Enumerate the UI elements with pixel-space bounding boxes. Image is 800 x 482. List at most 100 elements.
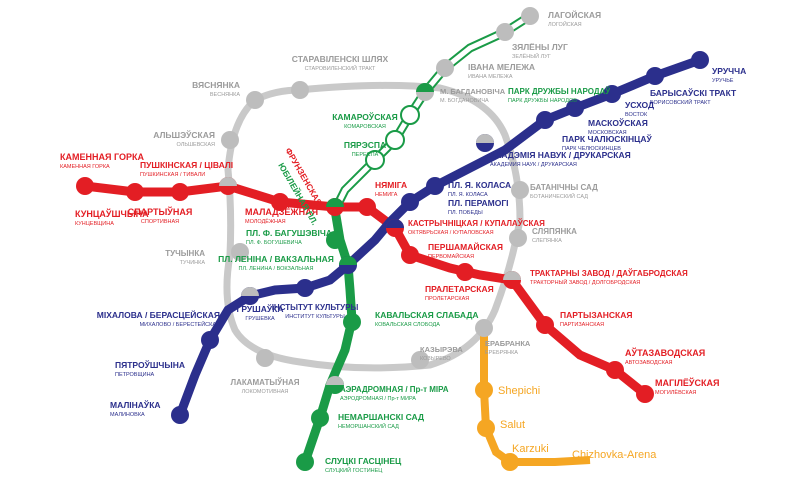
station-hrushauka [296,279,314,297]
station-label: ПРАЛЕТАРСКАЯ [425,284,494,294]
station-label: КАСТРЫЧНІЦКАЯ / КУПАЛАЎСКАЯ [408,219,545,228]
station-sublabel: МОЛОДЁЖНАЯ [245,218,286,225]
station-label: ІВАНА МЕЛЕЖА [468,62,535,72]
station-label: БАРЫСАЎСКІ ТРАКТ [650,87,737,98]
station-praletarskaja [456,263,474,281]
station-sublabel: ПАРТИЗАНСКАЯ [560,322,604,328]
station-kamarouskaja-2 [400,105,420,125]
station-traktarny-half [503,271,521,280]
station-label: ГРУШАЎКА [237,303,284,314]
station-slipianka [509,229,527,247]
station-partyzanskaja [536,316,554,334]
station-lahojskaja [521,7,539,25]
station-tuchynka [231,243,249,261]
station-sublabel: ВОСТОК [625,112,648,118]
station-sublabel: СПОРТИВНАЯ [141,219,179,225]
station-sublabel: ПУШКИНСКАЯ / ТИВАЛИ [140,172,205,178]
station-batanichny [511,181,529,199]
station-label: КАМАРОЎСКАЯ [332,111,398,122]
station-slucki [296,453,314,471]
station-label: СТАРАВІЛЕНСКІ ШЛЯХ [292,54,389,64]
station-label: СЛЯПЯНКА [532,227,577,236]
station-label: ПЯРЭСПА [344,140,386,150]
station-label: МАЛІНАЎКА [110,399,161,410]
station-sublabel: КОЗЫРЕВО [420,356,451,362]
station-mahiliouskaja [636,385,654,403]
station-piatrouszhyna [201,331,219,349]
station-salut [477,419,495,437]
station-label: ВЯСНЯНКА [192,80,240,90]
station-kamarouskaja [385,130,405,150]
station-alshevskaja [221,131,239,149]
station-label: ЗЯЛЁНЫ ЛУГ [512,42,568,52]
station-sublabel: ИВАНА МЕЛЕЖА [468,74,513,80]
station-sublabel: МАЛИНОВКА [110,412,145,418]
station-label: КАВАЛЬСКАЯ СЛАБАДА [375,310,479,320]
station-shepichi [475,381,493,399]
station-sublabel: БОРИСОВСКИЙ ТРАКТ [650,98,711,106]
station-sublabel: ТУЧИНКА [180,260,206,266]
station-label: ПЕРШАМАЙСКАЯ [428,241,503,252]
station-maladziozhnaja [271,193,289,211]
station-nyamiha [358,198,376,216]
station-sublabel: СЛЕПЯНКА [532,238,562,244]
station-maskouskaja [566,99,584,117]
station-label: СПАРТЫЎНАЯ [128,206,193,217]
station-sublabel: СЛУЦКИЙ ГОСТИНЕЦ [325,466,382,474]
station-label: М. БАГДАНОВІЧА [440,87,506,96]
station-label: ЛАГОЙСКАЯ [548,9,601,20]
station-label: ЛАКАМАТЫЎНАЯ [230,378,299,387]
station-label: ПАРК ЧАЛЮСКІНЦАЎ [562,133,652,144]
station-sublabel: НЕМОРШАНСКИЙ САД [338,422,399,430]
station-pushkinskaja-half [219,177,237,186]
station-viasnianka [246,91,264,109]
station-pyaresps [365,150,385,170]
station-ivana-mialezha [436,59,454,77]
station-sublabel: ПЛ. Ф. БОГУШЕВИЧА [246,240,302,246]
station-label: МІХАЛОВА / БЕРАСЦЕЙСКАЯ [97,309,220,320]
station-label: АЭРАДРОМНАЯ / Пр-т МІРА [340,385,449,394]
station-spartyunaja [171,183,189,201]
extension-station-label: Shepichi [498,385,540,397]
station-kavalskaja [343,313,361,331]
station-kolasa [426,177,444,195]
station-zialiony-luh [496,23,514,41]
station-kazyreva [411,351,429,369]
station-label: АЎТАЗАВОДСКАЯ [625,347,705,358]
station-label: СЛУЦКІ ГАСЦІНЕЦ [325,456,402,466]
station-akademija-half [476,134,494,143]
station-sublabel: НЕМИГА [375,192,398,198]
station-sublabel: ЕРЕБРЯНКА [485,350,518,356]
station-karzuki [501,453,519,471]
station-label: ПАРТЫЗАНСКАЯ [560,310,633,320]
station-label: ПЛ. Ф. БАГУШЭВІЧА [246,228,332,238]
station-michalova-half [241,287,259,296]
station-sublabel: ПЕРЕСПА [352,152,379,158]
station-sublabel: УРУЧЬЕ [712,78,734,84]
station-instytut-half [339,256,357,265]
station-label: УРУЧЧА [712,66,746,76]
station-barysauski [646,67,664,85]
station-sublabel: МОГИЛЁВСКАЯ [655,389,696,396]
station-sublabel: ОКТЯБРЬСКАЯ / КУПАЛОВСКАЯ [408,230,494,236]
station-label: НЯМІГА [375,180,407,190]
station-label: МАСКОЎСКАЯ [588,117,648,128]
station-label: АКАДЭМІЯ НАВУК / ДРУКАРСКАЯ [490,150,631,160]
station-sublabel: КОМАРОВСКАЯ [344,124,386,130]
station-label: МАГІЛЁЎСКАЯ [655,377,720,388]
station-sublabel: ПЕРВОМАЙСКАЯ [428,252,474,260]
ring-line [223,81,524,372]
red-line [84,181,648,398]
station-label: ТРАКТАРНЫ ЗАВОД / ДАЎГАБРОДСКАЯ [530,269,688,278]
station-kuncaushchyna [126,183,144,201]
station-label: ПЛ. ЛЕНІНА / ВАКЗАЛЬНАЯ [218,254,334,264]
station-label: ПАРК ДРУЖБЫ НАРОДАЎ [508,87,611,96]
station-pershamajskaja [401,246,419,264]
station-sublabel: ПЛ. ЛЕНИНА / ВОКЗАЛЬНАЯ [239,266,314,272]
station-label: КАЗЫРЭВА [420,345,463,354]
station-sublabel: ЗЕЛЁНЫЙ ЛУГ [512,52,551,60]
station-sublabel: ГРУШЕВКА [245,316,275,322]
station-kastrychnickaja-half [386,219,404,228]
station-sublabel: МОСКОВСКАЯ [588,130,627,136]
